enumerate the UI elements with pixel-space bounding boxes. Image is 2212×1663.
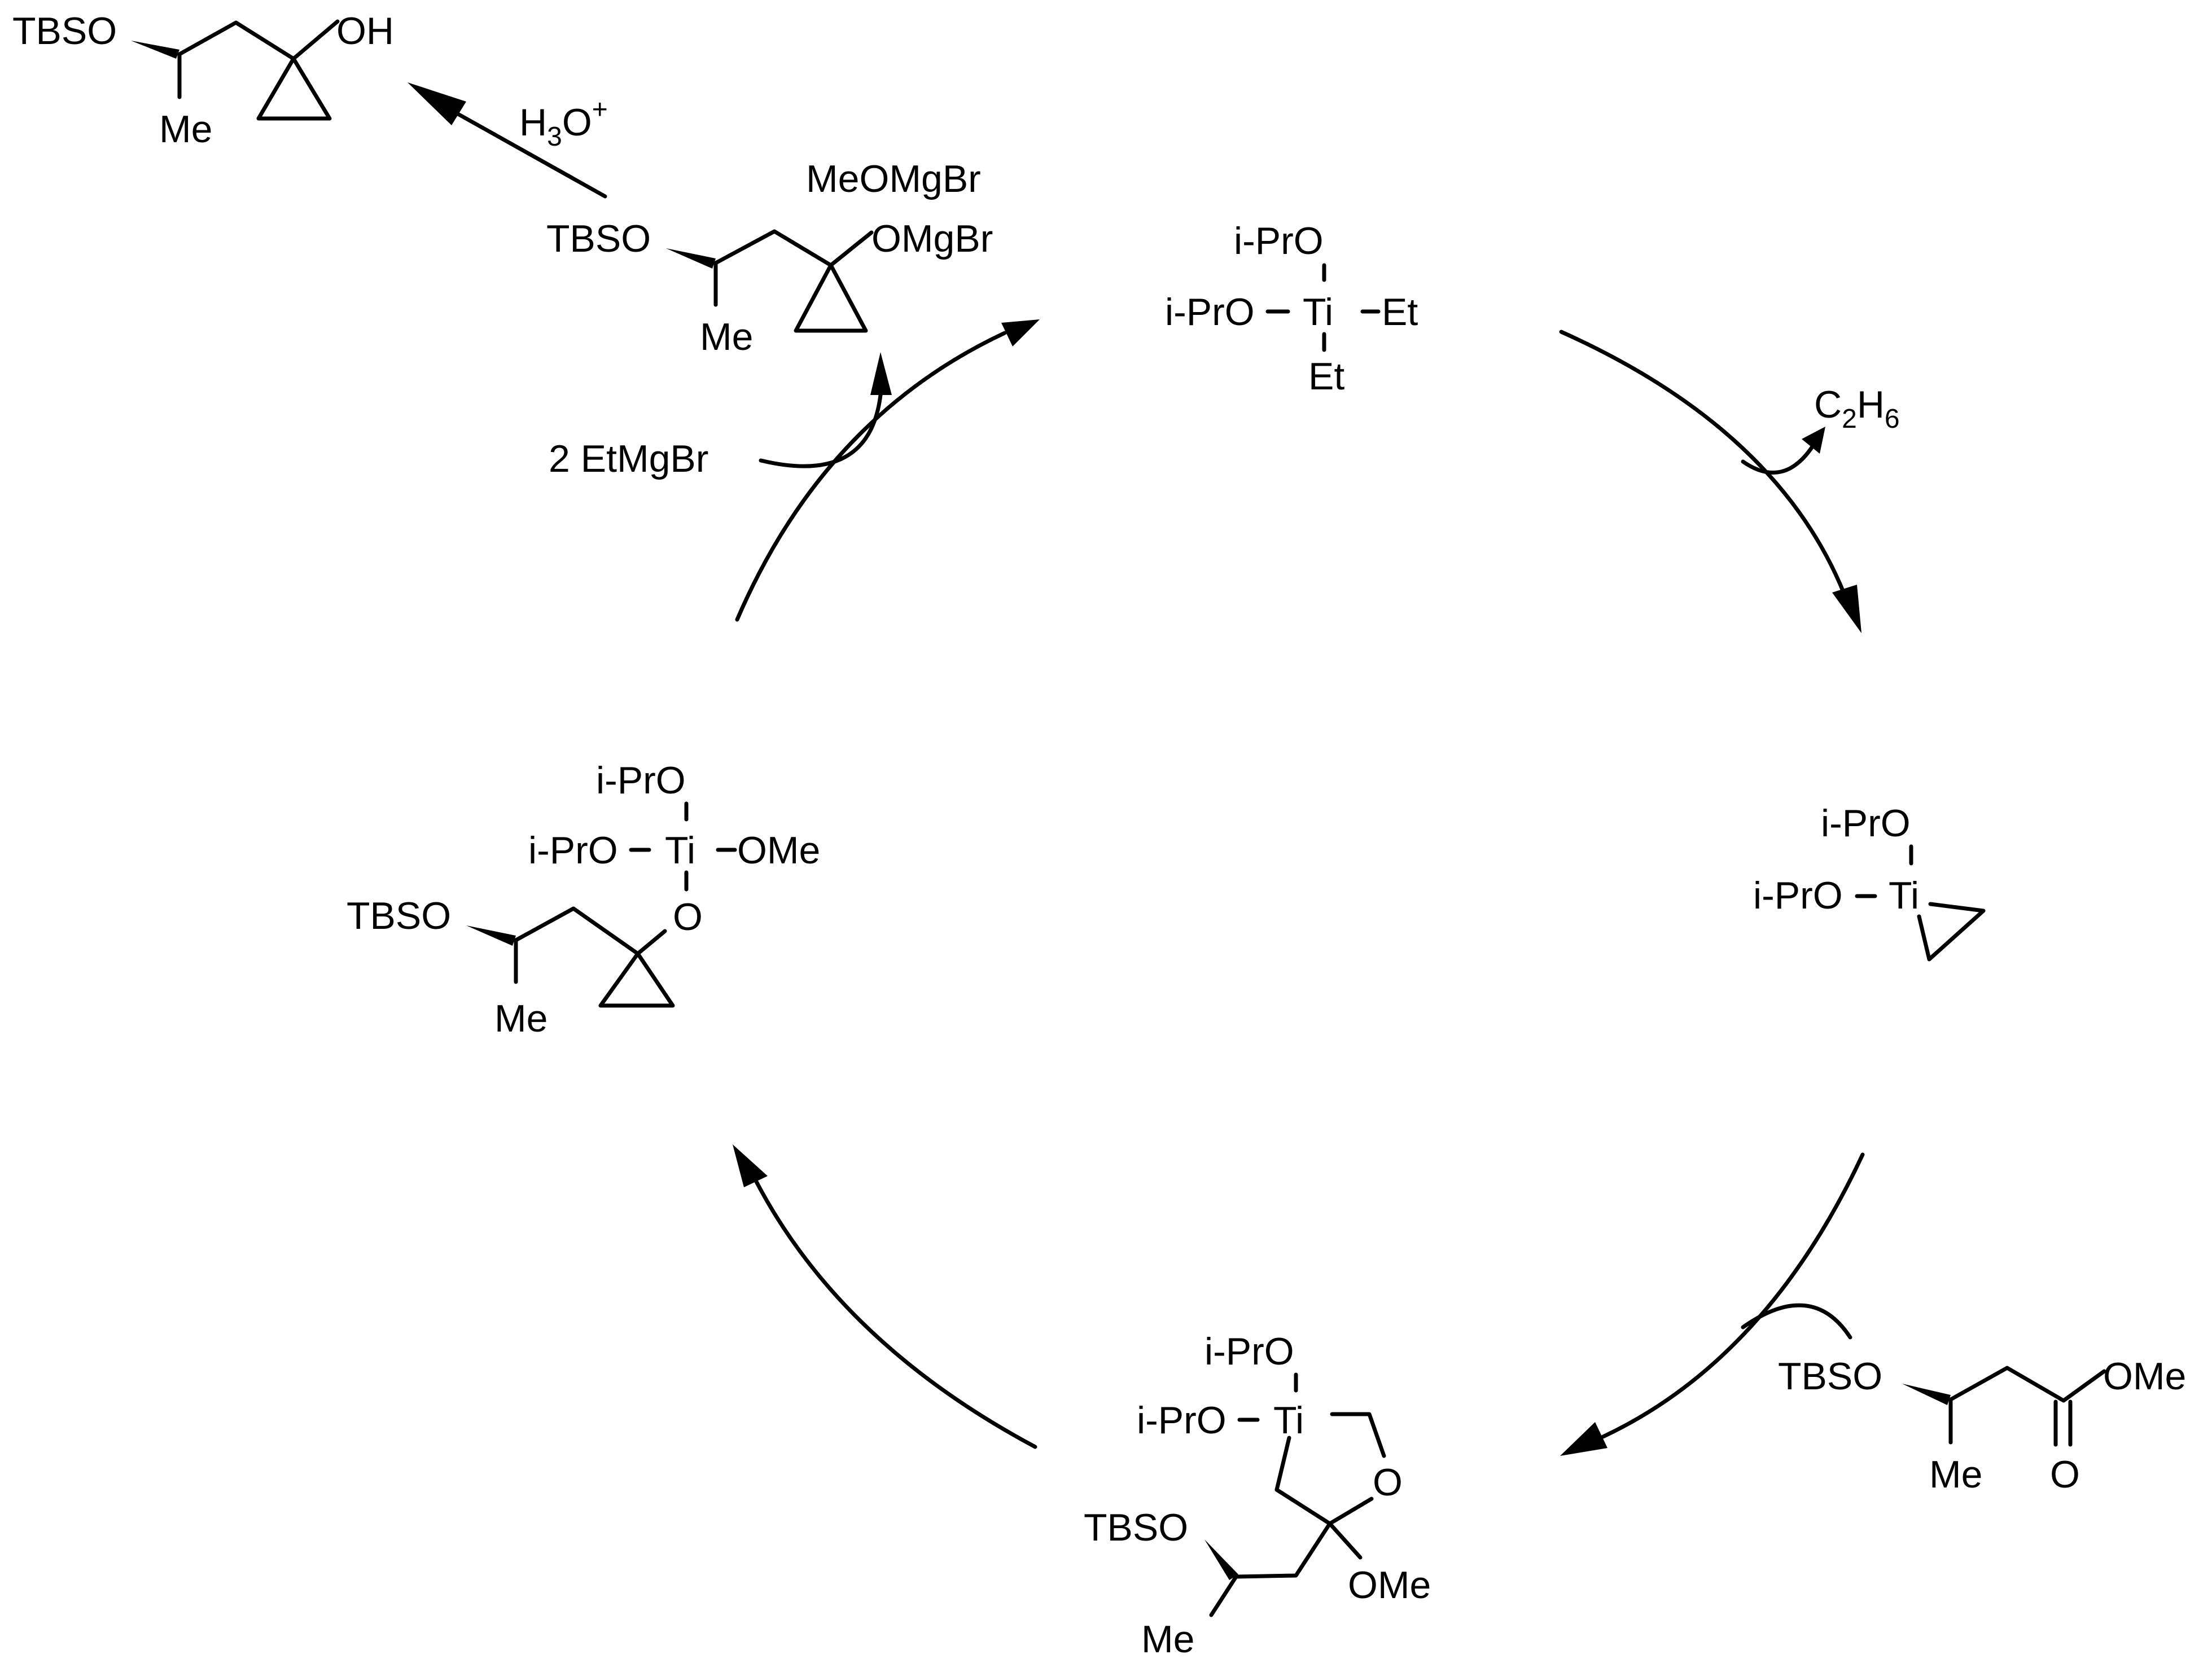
otc-ipro-left-label: i-PrO	[1137, 1399, 1227, 1442]
ester-me-label: Me	[1929, 1453, 1982, 1496]
oxatitanacycle-intermediate: i-PrO i-PrO Ti O OMe TBSO Me	[1084, 1330, 1431, 1661]
grignard-curl	[759, 393, 883, 468]
otc-ring-bonds-upper	[1330, 1412, 1386, 1458]
hydrolysis-arrow-head	[408, 82, 466, 125]
product-oh-label: OH	[336, 10, 394, 52]
ester-ome-label: OMe	[2103, 1355, 2186, 1398]
cycle-arrow-top-left-head	[1001, 319, 1040, 346]
cycle-arrow-top-right: C2H6	[1559, 330, 1900, 633]
mg-tbso-label: TBSO	[546, 217, 651, 260]
mg-omgbr-bond	[829, 230, 874, 267]
tcp-ring-bonds	[1917, 902, 1986, 962]
cycle-arrow-top-left-line	[735, 331, 1007, 622]
titanacyclopropane: i-PrO i-PrO Ti	[1753, 802, 1986, 962]
otc-chain-bonds	[1234, 1521, 1332, 1579]
mg-cyclopropane-ring	[794, 263, 868, 333]
magnesium-alkoxide-intermediate: MeOMgBr TBSO Me OMgBr	[546, 157, 993, 358]
tial-o-cyclopropyl-bond	[636, 929, 667, 956]
otc-ring-bonds-lower	[1274, 1436, 1374, 1526]
mg-omgbr-label: OMgBr	[871, 217, 993, 260]
tiet-ipro-left-label: i-PrO	[1165, 291, 1255, 334]
hydrolysis-reagent: H3O+	[519, 95, 608, 152]
tiet-et-right-label: Et	[1382, 291, 1418, 334]
hydrolysis-arrow: H3O+	[408, 82, 608, 199]
titanium-alkoxide-intermediate: i-PrO i-PrO Ti OMe O TBSO Me	[347, 759, 820, 1040]
tcp-ipro-top-label: i-PrO	[1821, 802, 1911, 845]
ethane-release-curl-head	[1802, 427, 1825, 454]
tial-ipro-top-label: i-PrO	[596, 759, 686, 802]
product-oh-bond	[291, 19, 340, 61]
otc-me-label: Me	[1141, 1618, 1194, 1661]
tial-o-label: O	[673, 896, 703, 938]
cycle-arrow-bottom-left-head	[733, 1144, 768, 1187]
ethane-release-curl	[1741, 444, 1815, 475]
mg-me-label: Me	[700, 315, 753, 358]
ester-addition-curl	[1741, 1303, 1852, 1340]
grignard-reagent-label: 2 EtMgBr	[549, 437, 708, 480]
titanium-diethyl-complex: i-PrO i-PrO Ti Et Et	[1165, 220, 1418, 398]
tiet-et-bottom-label: Et	[1308, 355, 1344, 398]
mg-chain-bonds	[713, 229, 833, 267]
grignard-curl-head	[870, 352, 892, 395]
cycle-arrow-top-left: 2 EtMgBr	[549, 319, 1040, 622]
tial-chain-bonds	[514, 906, 640, 956]
cycle-arrow-top-right-line	[1559, 330, 1847, 597]
mg-wedge-bond	[666, 248, 716, 269]
tial-wedge-bond	[466, 925, 516, 946]
ester-carbonyl-o-label: O	[2050, 1453, 2080, 1496]
tcp-ti-label: Ti	[1889, 874, 1919, 917]
tial-cyclopropane-ring	[598, 951, 675, 1008]
cycle-arrow-bottom-right-line	[1601, 1152, 1865, 1439]
product-tbso-label: TBSO	[12, 10, 117, 52]
otc-ome-bond	[1328, 1521, 1363, 1560]
tial-tbso-label: TBSO	[347, 894, 451, 937]
otc-ome-label: OMe	[1348, 1564, 1431, 1607]
cycle-arrow-top-right-head	[1832, 585, 1861, 633]
tial-ome-label: OMe	[737, 829, 820, 872]
otc-ti-label: Ti	[1273, 1399, 1304, 1442]
ethane-byproduct: C2H6	[1814, 383, 1900, 434]
ester-substrate: TBSO Me OMe O	[1778, 1355, 2186, 1496]
ester-wedge-bond	[1902, 1384, 1951, 1405]
cyclopropanol-product: TBSO Me OH	[12, 10, 394, 151]
product-me-label: Me	[159, 108, 212, 151]
otc-tbso-label: TBSO	[1084, 1506, 1188, 1549]
tial-ipro-left-label: i-PrO	[528, 829, 618, 872]
otc-methyl-bond	[1209, 1574, 1238, 1617]
cycle-arrow-bottom-left-line	[754, 1179, 1037, 1449]
cycle-arrow-bottom-right	[1560, 1152, 1865, 1456]
product-wedge-bond	[131, 41, 179, 59]
ester-chain-bonds	[1948, 1366, 2106, 1403]
otc-wedge-bond	[1204, 1539, 1238, 1580]
product-cyclopropane-ring	[256, 56, 332, 121]
hydrolysis-arrow-line	[444, 105, 607, 199]
tiet-ipro-top-label: i-PrO	[1234, 220, 1324, 262]
mg-meomgbr-label: MeOMgBr	[806, 157, 981, 200]
tcp-ipro-left-label: i-PrO	[1753, 874, 1843, 917]
tiet-ti-label: Ti	[1303, 291, 1333, 334]
cycle-arrow-bottom-right-head	[1560, 1422, 1607, 1456]
otc-ipro-top-label: i-PrO	[1204, 1330, 1294, 1373]
cycle-arrow-bottom-left	[733, 1144, 1037, 1449]
ester-tbso-label: TBSO	[1778, 1355, 1882, 1398]
tial-ti-label: Ti	[665, 829, 695, 872]
product-chain-bonds	[177, 20, 296, 61]
otc-ring-o-label: O	[1373, 1461, 1403, 1504]
tial-me-label: Me	[494, 997, 547, 1040]
